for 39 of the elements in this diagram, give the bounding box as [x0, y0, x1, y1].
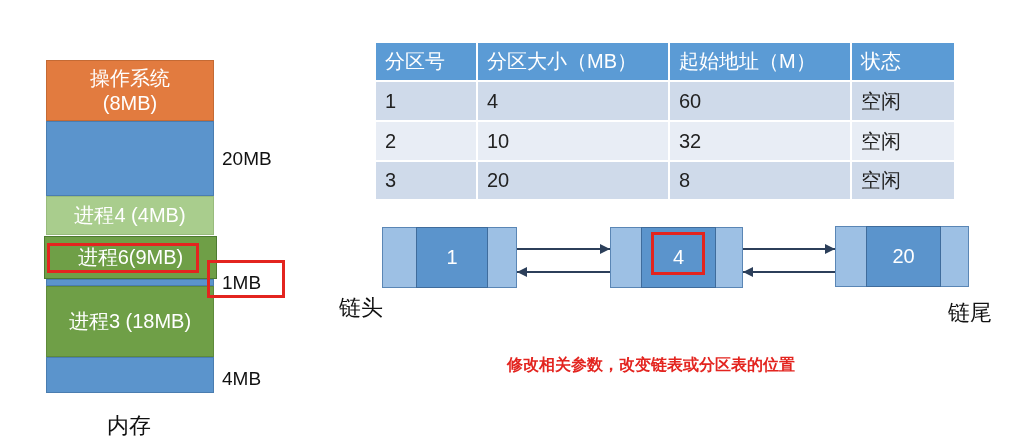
arrow: [516, 244, 611, 254]
free-memory-block: [46, 121, 214, 196]
table-cell: 3: [376, 162, 476, 199]
table-cell: 2: [376, 122, 476, 160]
list-end-label: 链尾: [948, 300, 992, 327]
process-memory-block: 进程3 (18MB): [46, 286, 214, 357]
table-header-cell: 状态: [852, 43, 954, 80]
data-field: 1: [416, 227, 488, 288]
arrow: [742, 267, 836, 277]
table-cell: 32: [670, 122, 850, 160]
arrow: [516, 267, 611, 277]
list-node: [835, 226, 969, 287]
table-cell: 1: [376, 82, 476, 120]
list-node: [382, 227, 517, 288]
list-end-label: 链头: [339, 295, 383, 322]
data-field: 4: [641, 227, 716, 288]
note-text: 修改相关参数，改变链表或分区表的位置: [507, 355, 795, 375]
system-memory-block: 操作系统 (8MB): [46, 60, 214, 121]
size-label: 4MB: [222, 368, 262, 391]
table-cell: 10: [478, 122, 668, 160]
table-cell: 60: [670, 82, 850, 120]
table-cell: 空闲: [852, 162, 954, 199]
free-memory-block: [46, 279, 214, 286]
table-cell: 8: [670, 162, 850, 199]
table-header-cell: 分区大小（MB）: [478, 43, 668, 80]
table-cell: 4: [478, 82, 668, 120]
data-field: 20: [866, 226, 941, 287]
table-cell: 空闲: [852, 82, 954, 120]
arrow: [742, 244, 836, 254]
table-cell: 空闲: [852, 122, 954, 160]
free-memory-block: [46, 357, 214, 393]
table-header-cell: 分区号: [376, 43, 476, 80]
list-node: [610, 227, 743, 288]
table-header-cell: 起始地址（M）: [670, 43, 850, 80]
memory-caption: 内存: [107, 413, 151, 440]
process-memory-block: 进程4 (4MB): [46, 196, 214, 235]
table-cell: 20: [478, 162, 668, 199]
size-label: 20MB: [222, 148, 272, 171]
size-label: 1MB: [222, 272, 262, 295]
